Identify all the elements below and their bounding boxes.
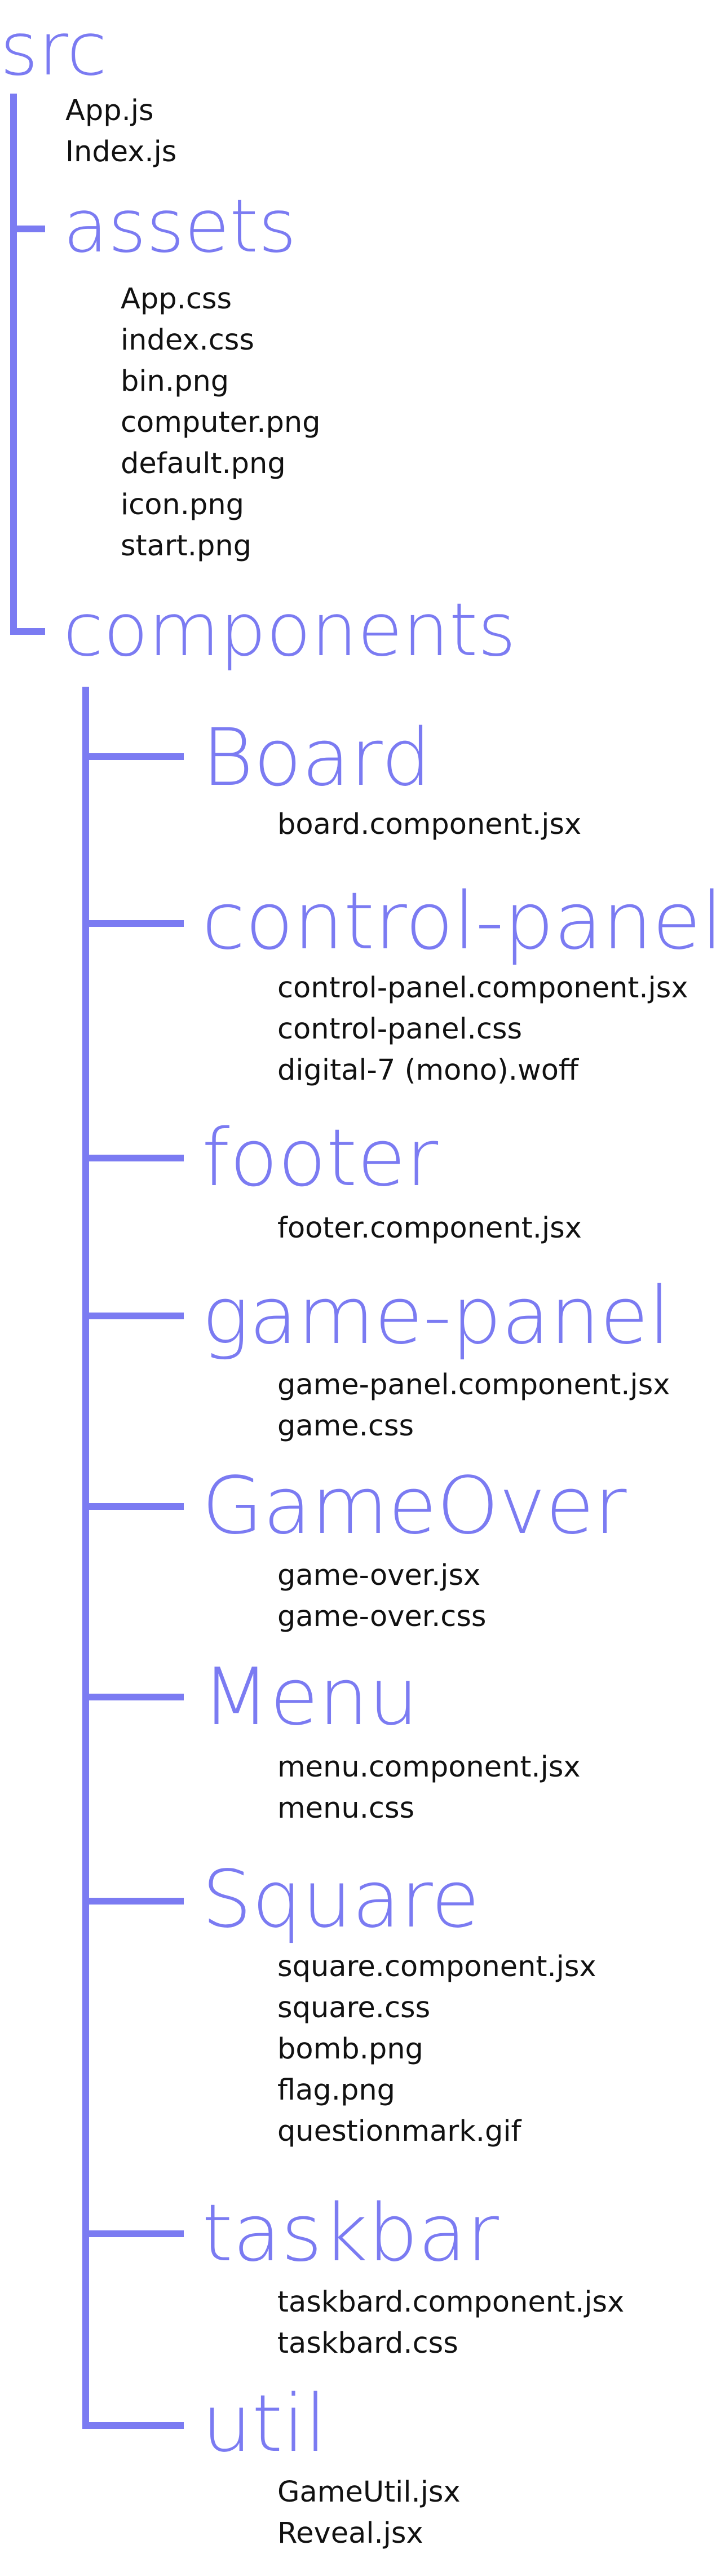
square-connector-line xyxy=(82,1898,184,1905)
file-item: taskbard.component.jsx xyxy=(277,2286,625,2319)
root-vertical-line xyxy=(10,94,17,635)
file-item: square.css xyxy=(277,1991,431,2025)
file-item: board.component.jsx xyxy=(277,808,582,841)
file-item: Reveal.jsx xyxy=(277,2517,423,2550)
menu-connector-line xyxy=(82,1694,184,1700)
file-item: App.css xyxy=(121,282,232,316)
footer-file-list: footer.component.jsx xyxy=(277,1208,582,1249)
file-item: bomb.png xyxy=(277,2032,423,2066)
file-item: game-over.jsx xyxy=(277,1559,481,1592)
file-item: index.css xyxy=(121,324,254,357)
file-item: menu.css xyxy=(277,1792,415,1825)
root-file-list: App.js Index.js xyxy=(65,90,176,173)
file-item: icon.png xyxy=(121,488,245,522)
taskbar-folder-label: taskbar xyxy=(202,2188,499,2279)
gameover-folder-label: GameOver xyxy=(202,1460,627,1552)
util-folder-label: util xyxy=(202,2378,327,2470)
file-item: game-over.css xyxy=(277,1600,487,1633)
util-connector-line xyxy=(82,2422,184,2429)
file-item: computer.png xyxy=(121,406,321,439)
assets-file-list: App.css index.css bin.png computer.png d… xyxy=(121,279,321,567)
file-item: control-panel.component.jsx xyxy=(277,971,688,1005)
util-file-list: GameUtil.jsx Reveal.jsx xyxy=(277,2472,461,2554)
menu-folder-label: Menu xyxy=(202,1651,419,1743)
components-connector-line xyxy=(10,628,45,635)
game-panel-file-list: game-panel.component.jsx game.css xyxy=(277,1364,670,1447)
components-vertical-line xyxy=(82,687,89,2429)
gameover-connector-line xyxy=(82,1503,184,1510)
file-item: bin.png xyxy=(121,365,229,398)
taskbar-connector-line xyxy=(82,2230,184,2237)
file-item: game.css xyxy=(277,1409,414,1443)
file-item: App.js xyxy=(65,94,154,127)
taskbar-file-list: taskbard.component.jsx taskbard.css xyxy=(277,2282,624,2364)
root-folder-label: src xyxy=(0,6,107,92)
file-item: default.png xyxy=(121,447,286,480)
file-item: control-panel.css xyxy=(277,1013,523,1046)
game-panel-folder-label: game-panel xyxy=(202,1270,671,1362)
footer-connector-line xyxy=(82,1155,184,1161)
file-item: digital-7 (mono).woff xyxy=(277,1054,579,1087)
menu-file-list: menu.component.jsx menu.css xyxy=(277,1747,581,1829)
square-file-list: square.component.jsx square.css bomb.png… xyxy=(277,1946,596,2152)
board-file-list: board.component.jsx xyxy=(277,804,581,845)
file-item: square.component.jsx xyxy=(277,1950,596,1983)
game-panel-connector-line xyxy=(82,1313,184,1319)
file-item: start.png xyxy=(121,529,252,563)
file-item: taskbard.css xyxy=(277,2327,458,2360)
file-item: Index.js xyxy=(65,135,177,169)
assets-connector-line xyxy=(10,226,45,232)
components-folder-label: components xyxy=(63,587,516,673)
board-folder-label: Board xyxy=(202,712,432,804)
file-item: questionmark.gif xyxy=(277,2115,521,2148)
control-panel-folder-label: control-panel xyxy=(202,876,723,967)
square-folder-label: Square xyxy=(202,1854,480,1946)
board-connector-line xyxy=(82,753,184,760)
file-item: GameUtil.jsx xyxy=(277,2476,461,2509)
gameover-file-list: game-over.jsx game-over.css xyxy=(277,1555,486,1637)
file-item: menu.component.jsx xyxy=(277,1751,581,1784)
footer-folder-label: footer xyxy=(202,1112,439,1204)
control-panel-file-list: control-panel.component.jsx control-pane… xyxy=(277,967,688,1091)
assets-folder-label: assets xyxy=(63,183,297,269)
file-item: flag.png xyxy=(277,2074,396,2107)
file-item: footer.component.jsx xyxy=(277,1212,582,1245)
file-item: game-panel.component.jsx xyxy=(277,1368,670,1402)
control-panel-connector-line xyxy=(82,920,184,927)
